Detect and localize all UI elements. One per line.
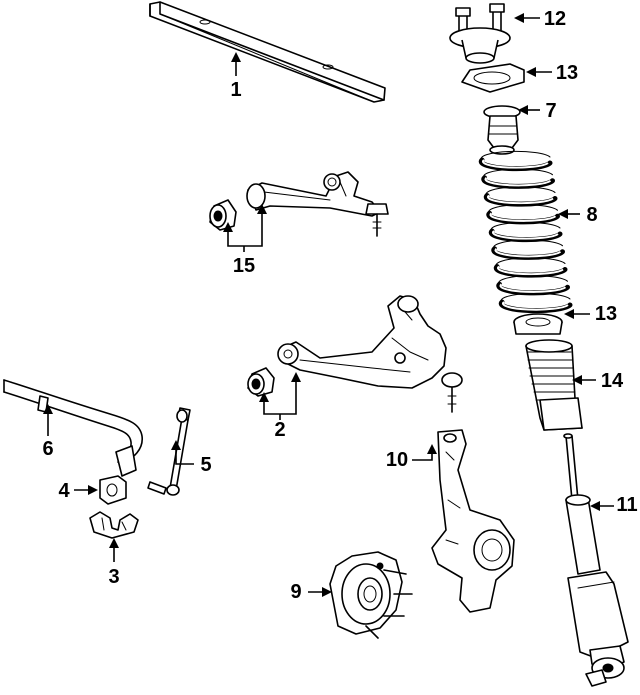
callout-13-upper: 13 <box>555 62 579 84</box>
callout-4: 4 <box>58 480 70 502</box>
callout-1: 1 <box>230 79 242 101</box>
callout-9: 9 <box>290 581 302 603</box>
callout-3: 3 <box>108 566 120 588</box>
callout-10: 10 <box>385 449 409 471</box>
part-7-bump-stop <box>483 105 521 155</box>
callout-12: 12 <box>543 8 567 30</box>
part-10-steering-knuckle <box>431 429 515 613</box>
part-11-shock-absorber <box>563 433 629 687</box>
part-15-upper-control-arm <box>209 171 389 237</box>
part-14-dust-boot <box>525 339 583 431</box>
callout-leaders <box>43 13 614 597</box>
callout-5: 5 <box>200 454 212 476</box>
callout-2: 2 <box>274 419 286 441</box>
part-5-stabilizer-link <box>147 407 191 496</box>
part-4-stabilizer-bushing <box>99 475 127 505</box>
callout-8: 8 <box>586 204 598 226</box>
part-9-wheel-hub <box>329 551 413 639</box>
callout-7: 7 <box>545 100 557 122</box>
part-2-lower-control-arm <box>247 295 463 413</box>
callout-15: 15 <box>232 255 256 277</box>
part-6-stabilizer-bar <box>3 379 143 477</box>
callout-13-lower: 13 <box>594 303 618 325</box>
part-1-crossmember <box>149 1 386 103</box>
part-3-bushing-bracket <box>89 511 139 539</box>
part-13-lower-insulator <box>513 313 563 335</box>
callout-11: 11 <box>616 494 638 516</box>
part-8-coil-spring <box>478 150 573 314</box>
callout-6: 6 <box>42 438 54 460</box>
part-12-strut-mount <box>449 3 511 64</box>
callout-14: 14 <box>600 370 624 392</box>
part-13-upper-insulator <box>461 63 525 93</box>
